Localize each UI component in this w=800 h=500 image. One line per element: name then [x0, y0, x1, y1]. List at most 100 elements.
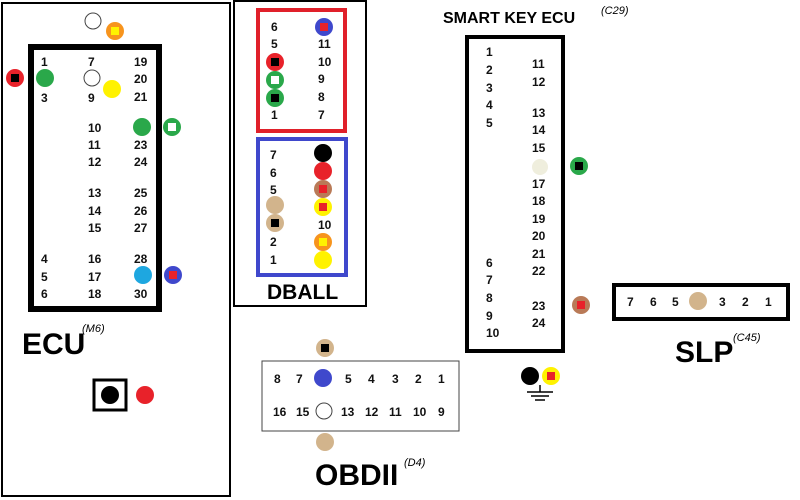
smart-key-pin: 23 [532, 299, 546, 313]
smart-key-pin: 4 [486, 98, 493, 112]
red-stripe-marker [319, 185, 327, 193]
obd-pin: 1 [438, 372, 445, 386]
ecu-title: ECU [22, 328, 85, 361]
yellow-wire-dot [103, 80, 121, 98]
dball-pin: 1 [271, 108, 278, 122]
ecu-pin: 23 [134, 138, 148, 152]
ecu-pin: 24 [134, 155, 148, 169]
dball-title: DBALL [267, 281, 338, 304]
ecu-pin: 25 [134, 186, 148, 200]
obd-code: (D4) [404, 457, 426, 469]
black-stripe-marker [321, 344, 329, 352]
dball-bottom-box [256, 137, 348, 277]
ecu-pin: 10 [88, 121, 102, 135]
slp-pin-box [612, 283, 790, 321]
obd-pin: 12 [365, 405, 379, 419]
ecu-pin: 19 [134, 55, 148, 69]
ecu-pin: 6 [41, 287, 48, 301]
green-wire-dot [36, 69, 54, 87]
ecu-pin: 20 [134, 72, 148, 86]
ecu-pin: 21 [134, 90, 148, 104]
ecu-code: (M6) [82, 323, 105, 335]
ecu-pin: 28 [134, 252, 148, 266]
ecu-pin: 15 [88, 221, 102, 235]
dball-pin: 11 [318, 37, 331, 51]
ecu-pin: 13 [88, 186, 102, 200]
ecu-pin: 17 [88, 270, 102, 284]
red-stripe-marker [577, 301, 585, 309]
ecu-pin: 4 [41, 252, 48, 266]
slp-connector: 7 6 5 3 2 1 SLP (C45) [612, 283, 790, 369]
dball-connector: 6 5 1 11 10 9 8 7 7 6 5 2 1 10 DBAL [233, 0, 367, 307]
white-stripe-marker [168, 123, 176, 131]
dball-pin: 1 [270, 253, 277, 267]
obd-title: OBDII [315, 459, 398, 492]
black-stripe-marker [271, 219, 279, 227]
dball-top-box [256, 8, 347, 133]
smart-key-pin: 20 [532, 229, 546, 243]
light-blue-wire-dot [134, 266, 152, 284]
yellow-stripe-marker [319, 238, 327, 246]
dball-pin: 10 [318, 218, 332, 232]
dball-pin: 7 [318, 108, 325, 122]
smart-key-pin: 11 [532, 57, 545, 71]
obd-pin: 13 [341, 405, 355, 419]
obd-pin: 9 [438, 405, 445, 419]
slp-pin: 2 [742, 295, 749, 309]
slp-pin: 1 [765, 295, 772, 309]
red-wire-dot [314, 162, 332, 180]
smart-key-pin: 13 [532, 106, 546, 120]
dball-pin: 9 [318, 72, 325, 86]
ecu-pin: 5 [41, 270, 48, 284]
smart-key-pin: 17 [532, 177, 546, 191]
dball-pin: 5 [270, 183, 277, 197]
smart-key-pin: 9 [486, 309, 493, 323]
smart-key-pin: 10 [486, 326, 500, 340]
obd-pin: 5 [345, 372, 352, 386]
tan-wire-dot [689, 292, 707, 310]
obd-pin: 4 [368, 372, 375, 386]
yellow-wire-dot [314, 251, 332, 269]
obd-pin: 15 [296, 405, 310, 419]
ecu-pin: 3 [41, 91, 48, 105]
slp-title: SLP [675, 336, 733, 369]
ecu-pin: 16 [88, 252, 102, 266]
smart-key-pin: 22 [532, 264, 546, 278]
ecu-pin: 30 [134, 287, 148, 301]
ecu-pin: 18 [88, 287, 102, 301]
dball-outer-frame [233, 0, 367, 307]
obd-pin: 16 [273, 405, 287, 419]
smart-key-pin: 21 [532, 247, 546, 261]
smart-key-title: SMART KEY ECU [443, 10, 575, 27]
dball-pin: 7 [270, 148, 277, 162]
yellow-stripe-marker [111, 27, 119, 35]
smart-key-pin: 3 [486, 81, 493, 95]
ecu-pin: 11 [88, 138, 101, 152]
smart-key-pin: 8 [486, 291, 493, 305]
smart-key-pin: 7 [486, 273, 493, 287]
dball-pin: 2 [270, 235, 277, 249]
smart-key-pin: 12 [532, 75, 546, 89]
black-stripe-marker [11, 74, 19, 82]
ecu-pin: 14 [88, 204, 102, 218]
red-stripe-marker [320, 23, 328, 31]
smart-key-pin: 6 [486, 256, 493, 270]
obd-pin: 8 [274, 372, 281, 386]
ecu-pin: 26 [134, 204, 148, 218]
ground-socket [92, 378, 128, 412]
ecu-pin: 1 [41, 55, 48, 69]
obd-pin: 2 [415, 372, 422, 386]
green-wire-dot [133, 118, 151, 136]
smart-key-connector: SMART KEY ECU (C29) 1 2 3 4 5 6 7 8 9 10… [443, 5, 629, 401]
smart-key-pin: 18 [532, 194, 546, 208]
ecu-connector: 1 3 4 5 6 7 9 10 11 12 13 14 15 16 17 18… [1, 2, 231, 497]
red-stripe-marker [547, 372, 555, 380]
dball-pin: 6 [270, 166, 277, 180]
slp-pin: 7 [627, 295, 634, 309]
smart-key-pin: 14 [532, 123, 546, 137]
slp-pin: 5 [672, 295, 679, 309]
smart-key-code: (C29) [601, 5, 629, 17]
smart-key-pin: 24 [532, 316, 546, 330]
dball-pin: 5 [271, 37, 278, 51]
